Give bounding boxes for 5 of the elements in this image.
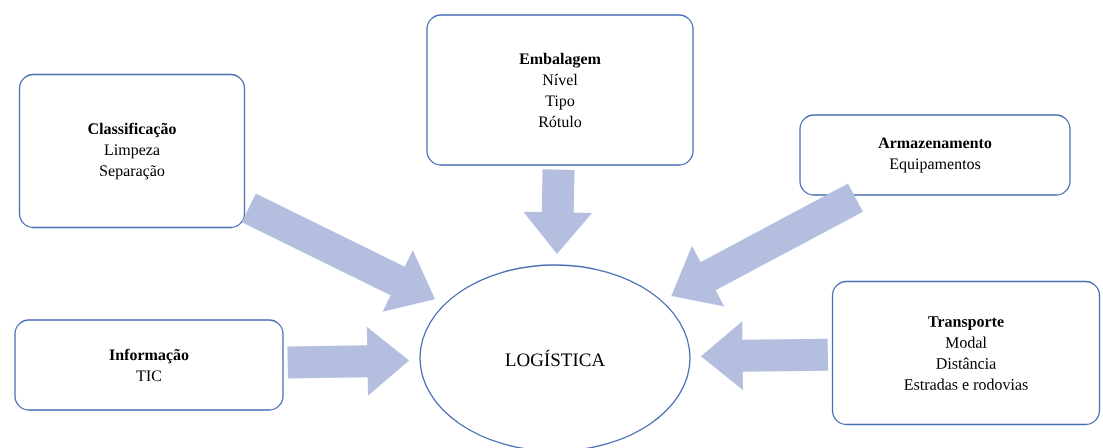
category-box: Armazenamento Equipamentos bbox=[799, 114, 1071, 196]
category-box: Transporte Modal Distância Estradas e rodovias bbox=[831, 280, 1101, 426]
category-box: Informação TIC bbox=[14, 319, 284, 411]
category-box: Classificação Limpeza Separação bbox=[18, 73, 246, 229]
category-box: Embalagem Nível Tipo Rótulo bbox=[426, 14, 694, 166]
